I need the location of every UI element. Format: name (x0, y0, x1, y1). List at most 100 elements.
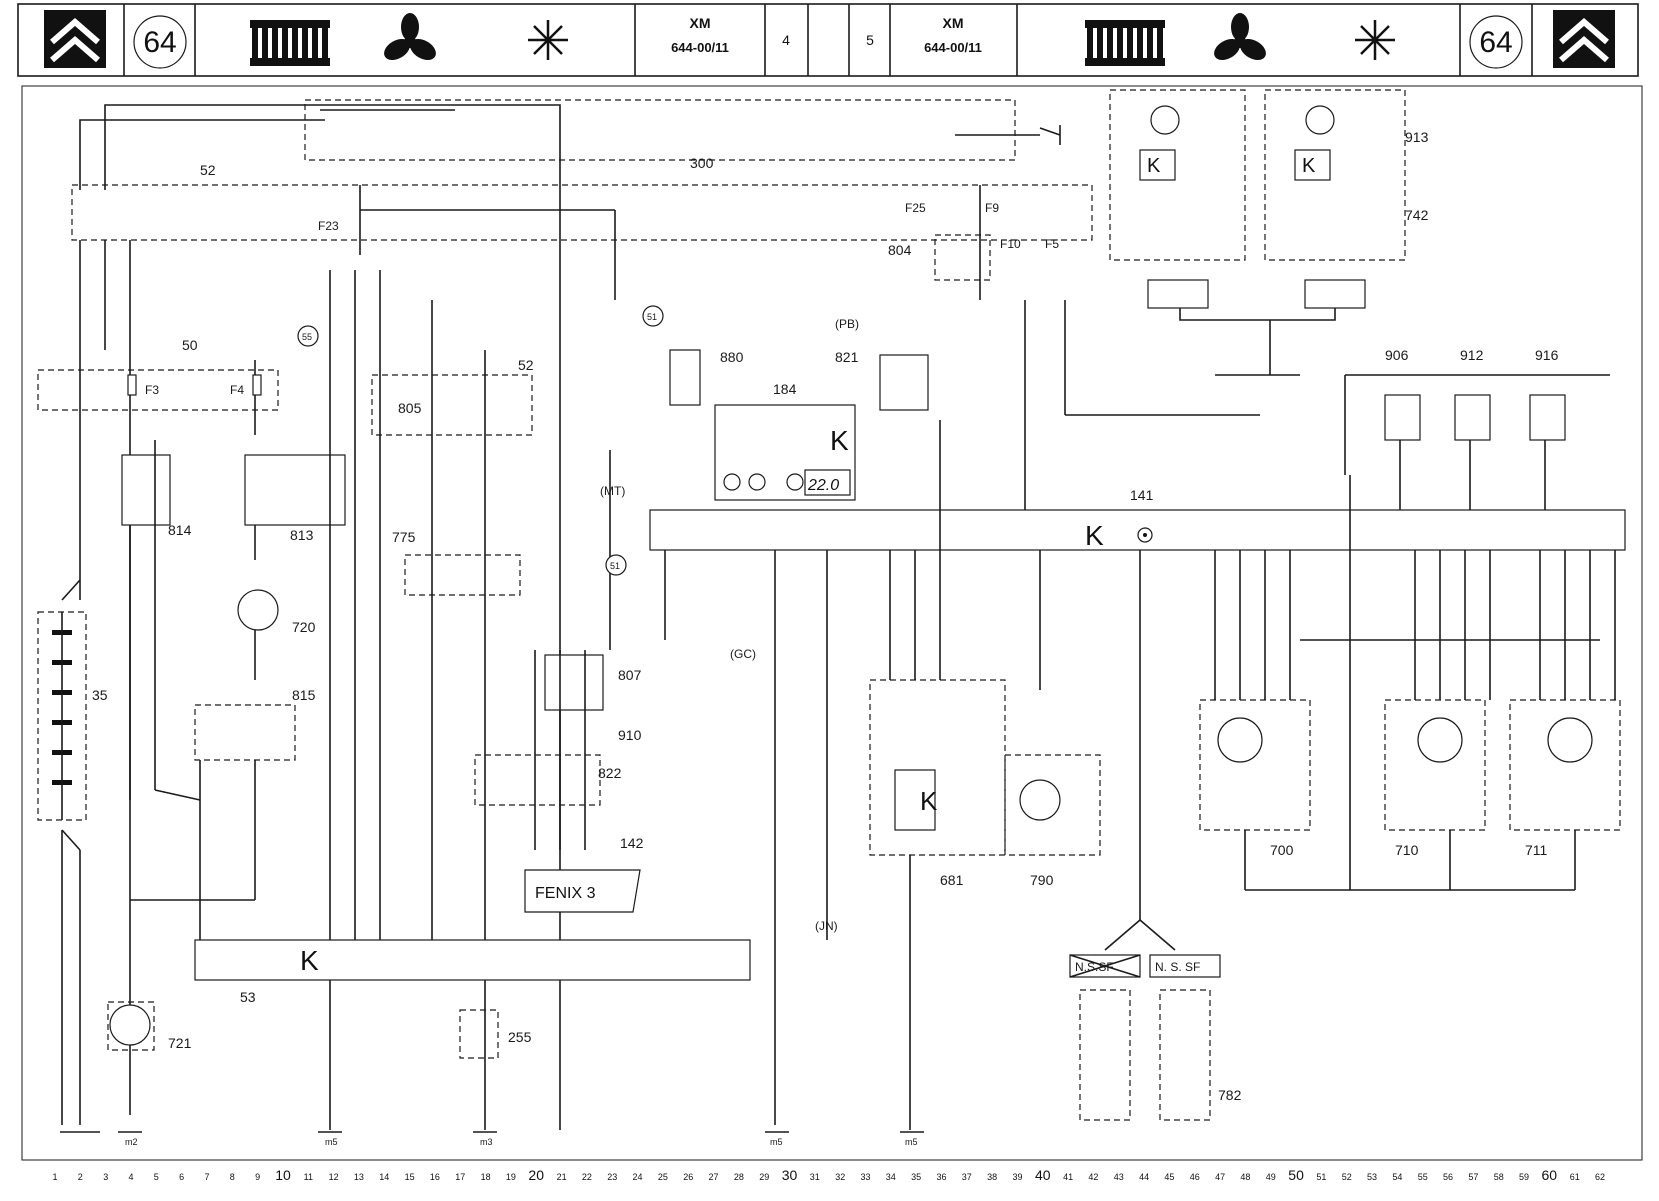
scale-mark: 40 (1035, 1167, 1051, 1183)
scale-mark: 17 (455, 1172, 465, 1182)
scale-mark: 16 (430, 1172, 440, 1182)
scale-mark: 48 (1240, 1172, 1250, 1182)
scale-mark: 32 (835, 1172, 845, 1182)
label-880: 880 (720, 349, 744, 365)
doc-ref-left: 644-00/11 (671, 40, 729, 55)
scale-mark: 3 (103, 1172, 108, 1182)
label-51b: 51 (610, 561, 620, 571)
scale-mark: 43 (1114, 1172, 1124, 1182)
page-number-right: 64 (1479, 26, 1512, 59)
label-813: 813 (290, 527, 314, 543)
scale-mark: 50 (1288, 1167, 1304, 1183)
panel-icon-right (1304, 279, 1366, 309)
label-184: 184 (773, 381, 797, 397)
label-f25: F25 (905, 201, 926, 215)
scale-mark: 26 (683, 1172, 693, 1182)
radiator-icon-left (250, 20, 330, 66)
page-number-circle-right (1469, 15, 1523, 69)
component-255 (459, 1009, 499, 1059)
label-f9: F9 (985, 201, 999, 215)
label-255: 255 (508, 1029, 532, 1045)
label-pb: (PB) (835, 317, 859, 331)
snowflake-icon-right (1355, 20, 1395, 60)
switch-775 (404, 554, 521, 596)
page-right: 5 (866, 32, 874, 48)
scale-mark: 60 (1542, 1167, 1558, 1183)
label-910: 910 (618, 727, 642, 743)
doc-ref-right: 644-00/11 (924, 40, 982, 55)
scale-mark: 22 (582, 1172, 592, 1182)
ground-label-m5b: m5 (770, 1137, 783, 1147)
panel-icon-left (1147, 279, 1209, 309)
label-fenix-3: FENIX 3 (535, 885, 596, 902)
fenix-3-box (524, 869, 641, 913)
scale-mark: 20 (528, 1167, 544, 1183)
component-labels: 52 300 50 55 51 51 F23 F25 F9 F10 F5 F3 … (92, 129, 1559, 1147)
scale-mark: 21 (557, 1172, 567, 1182)
scale-mark: 2 (78, 1172, 83, 1182)
fan-icon-right (1214, 13, 1266, 60)
scale-mark: 5 (154, 1172, 159, 1182)
label-821: 821 (835, 349, 859, 365)
actuator-700 (1199, 699, 1311, 831)
scale-mark: 4 (128, 1172, 133, 1182)
label-681: 681 (940, 872, 964, 888)
connector-782-left (1079, 989, 1131, 1121)
scale-mark: 61 (1570, 1172, 1580, 1182)
scale-mark: 13 (354, 1172, 364, 1182)
label-35: 35 (92, 687, 108, 703)
ecu-53 (194, 939, 751, 981)
label-721: 721 (168, 1035, 192, 1051)
ground-label-m2: m2 (125, 1137, 138, 1147)
display-temperature: 22.0 (807, 477, 839, 494)
snowflake-icon-left (528, 20, 568, 60)
label-912: 912 (1460, 347, 1484, 363)
scale-mark: 49 (1266, 1172, 1276, 1182)
scale-mark: 47 (1215, 1172, 1225, 1182)
resistor-880 (669, 349, 701, 406)
label-710: 710 (1395, 842, 1419, 858)
label-k-184: K (830, 425, 849, 456)
scale-mark: 19 (506, 1172, 516, 1182)
scale-mark: 14 (379, 1172, 389, 1182)
label-k-913a: K (1147, 155, 1161, 177)
page-number-left: 64 (143, 26, 176, 59)
resistor-912 (1454, 394, 1491, 441)
label-nssf-crossed: N.S.SF (1075, 960, 1114, 974)
scale-mark: 36 (936, 1172, 946, 1182)
scale-mark: 12 (329, 1172, 339, 1182)
brand-logo-right-icon (1553, 10, 1615, 68)
scale-mark: 1 (52, 1172, 57, 1182)
relay-805 (371, 374, 533, 436)
label-jn: (JN) (815, 919, 838, 933)
scale-mark: 31 (810, 1172, 820, 1182)
scale-mark: 35 (911, 1172, 921, 1182)
scale-mark: 53 (1367, 1172, 1377, 1182)
scale-mark: 23 (607, 1172, 617, 1182)
relay-815 (194, 704, 296, 761)
scale-mark: 15 (405, 1172, 415, 1182)
scale-mark: 9 (255, 1172, 260, 1182)
label-742: 742 (1405, 207, 1429, 223)
module-913-left (1109, 89, 1246, 261)
label-53: 53 (240, 989, 256, 1005)
label-nssf: N. S. SF (1155, 960, 1200, 974)
label-51a: 51 (647, 312, 657, 322)
scale-mark: 27 (708, 1172, 718, 1182)
scale-mark: 25 (658, 1172, 668, 1182)
relay-821 (879, 354, 929, 411)
scale-mark: 56 (1443, 1172, 1453, 1182)
label-gc: (GC) (730, 647, 756, 661)
label-f23: F23 (318, 219, 339, 233)
label-141: 141 (1130, 487, 1154, 503)
scale-mark: 41 (1063, 1172, 1073, 1182)
label-50: 50 (182, 337, 198, 353)
scale-mark: 39 (1012, 1172, 1022, 1182)
module-913-right (1264, 89, 1406, 261)
gear-icon (1137, 527, 1153, 543)
scale-mark: 55 (1418, 1172, 1428, 1182)
label-782: 782 (1218, 1087, 1242, 1103)
label-700: 700 (1270, 842, 1294, 858)
label-807: 807 (618, 667, 642, 683)
relay-814 (121, 454, 171, 526)
